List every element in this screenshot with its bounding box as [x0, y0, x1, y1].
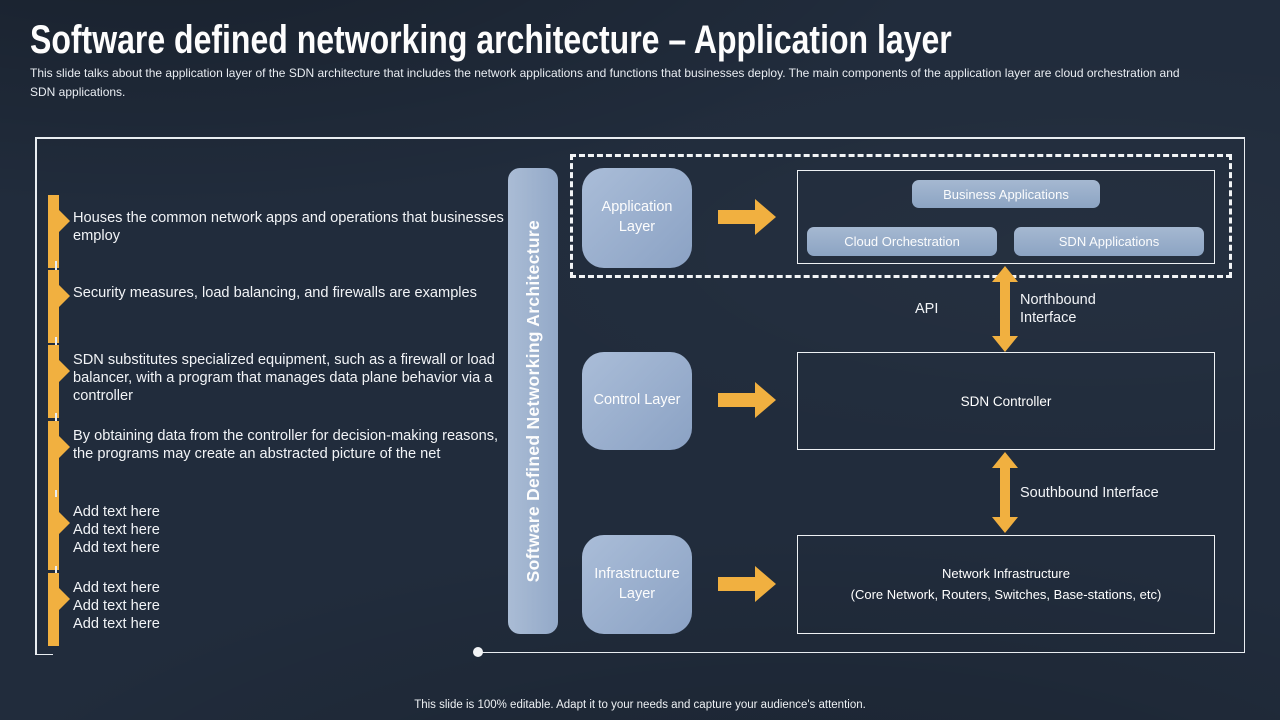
page-title: Software defined networking architecture… [30, 18, 952, 62]
api-label: API [915, 301, 939, 317]
bullet-item: By obtaining data from the controller fo… [48, 421, 508, 497]
bullet-arrow-marker-icon [48, 345, 70, 418]
northbound-interface-label: Northbound Interface [1020, 292, 1096, 327]
sdn-applications-pill: SDN Applications [1014, 227, 1204, 256]
bullet-arrow-marker-icon [48, 270, 70, 343]
right-arrow-icon [718, 382, 776, 418]
sdn-controller-box: SDN Controller [797, 352, 1215, 450]
southbound-double-arrow-icon [992, 452, 1018, 533]
bullet-text: By obtaining data from the controller fo… [73, 428, 499, 463]
cloud-orchestration-pill: Cloud Orchestration [807, 227, 997, 256]
application-layer-dashed-group [570, 154, 1232, 278]
sdn-applications-label: SDN Applications [1058, 234, 1160, 249]
bullet-text: Add text here Add text here Add text her… [73, 580, 160, 633]
infrastructure-layer-label: Infrastructure Layer [594, 565, 680, 602]
right-arrow-icon [718, 566, 776, 602]
frame-bottom-line [478, 651, 1245, 653]
bullet-arrow-marker-icon [48, 497, 70, 570]
bullet-text: Security measures, load balancing, and f… [73, 285, 477, 301]
bullet-item: Add text here Add text here Add text her… [48, 497, 508, 570]
timeline-dot [473, 647, 483, 657]
bullet-text: Houses the common network apps and opera… [73, 210, 504, 245]
sdn-controller-label: SDN Controller [960, 393, 1052, 409]
bullet-arrow-marker-icon [48, 573, 70, 646]
applications-container-box [797, 170, 1215, 264]
frame-bottom-left-foot [35, 653, 53, 655]
frame-right-line [1243, 137, 1245, 653]
bullet-arrow-marker-icon [48, 195, 70, 268]
bullet-item: Security measures, load balancing, and f… [48, 270, 508, 343]
network-infrastructure-label: Network Infrastructure (Core Network, Ro… [850, 565, 1162, 602]
network-infrastructure-box: Network Infrastructure (Core Network, Ro… [797, 535, 1215, 634]
bullet-item: Add text here Add text here Add text her… [48, 573, 508, 646]
footer-note: This slide is 100% editable. Adapt it to… [414, 699, 866, 711]
bullet-arrow-marker-icon [48, 421, 70, 497]
right-arrow-icon [718, 199, 776, 235]
application-layer-label: Application Layer [601, 199, 673, 235]
northbound-double-arrow-icon [992, 266, 1018, 352]
business-applications-pill: Business Applications [912, 180, 1100, 208]
bullet-connector [55, 261, 57, 277]
southbound-interface-label: Southbound Interface [1020, 485, 1159, 501]
bullet-text: Add text here Add text here Add text her… [73, 504, 160, 557]
frame-top-line [35, 137, 1245, 139]
control-layer-label: Control Layer [593, 392, 681, 409]
sdn-architecture-spine: Software Defined Networking Architecture [508, 168, 558, 634]
infrastructure-layer-box: Infrastructure Layer [582, 535, 692, 634]
bullet-item: SDN substitutes specialized equipment, s… [48, 345, 508, 418]
application-layer-box: Application Layer [582, 168, 692, 268]
spine-label: Software Defined Networking Architecture [522, 219, 543, 583]
frame-left-line [35, 137, 37, 655]
bullet-item: Houses the common network apps and opera… [48, 195, 508, 268]
cloud-orchestration-label: Cloud Orchestration [844, 234, 960, 249]
bullet-text: SDN substitutes specialized equipment, s… [73, 352, 495, 405]
business-applications-label: Business Applications [943, 186, 1069, 202]
slide-description: This slide talks about the application l… [30, 66, 1180, 99]
control-layer-box: Control Layer [582, 352, 692, 450]
